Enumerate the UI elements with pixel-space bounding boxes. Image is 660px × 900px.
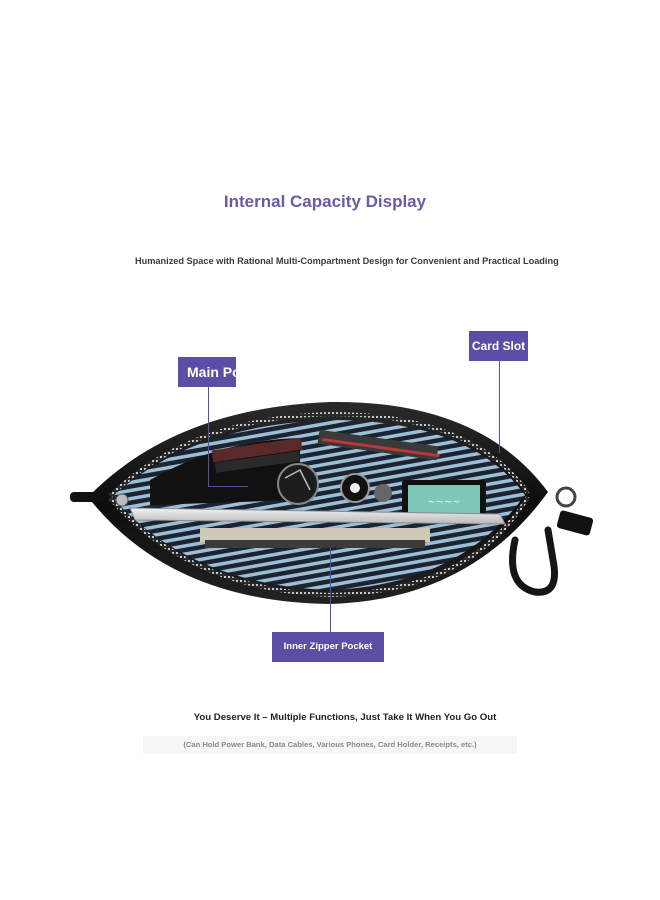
- page-title: Internal Capacity Display: [223, 192, 427, 211]
- svg-text:~~~~: ~~~~: [427, 497, 461, 508]
- wrist-strap: [509, 526, 558, 596]
- footer-headline: You Deserve It – Multiple Functions, Jus…: [193, 712, 497, 723]
- main-pocket-leader: [208, 386, 209, 486]
- card-slot-leader: [499, 361, 500, 453]
- main-pocket-leader-foot: [208, 486, 248, 487]
- footer-note: (Can Hold Power Bank, Data Cables, Vario…: [143, 736, 517, 754]
- page-subtitle: Humanized Space with Rational Multi-Comp…: [135, 256, 559, 266]
- zipper-pocket-leader: [330, 548, 331, 632]
- inner-zipper-pocket-label: Inner Zipper Pocket: [272, 632, 384, 662]
- card-slot-label: Card Slot: [469, 331, 528, 361]
- main-pocket-label: Main Pocket: [178, 357, 269, 387]
